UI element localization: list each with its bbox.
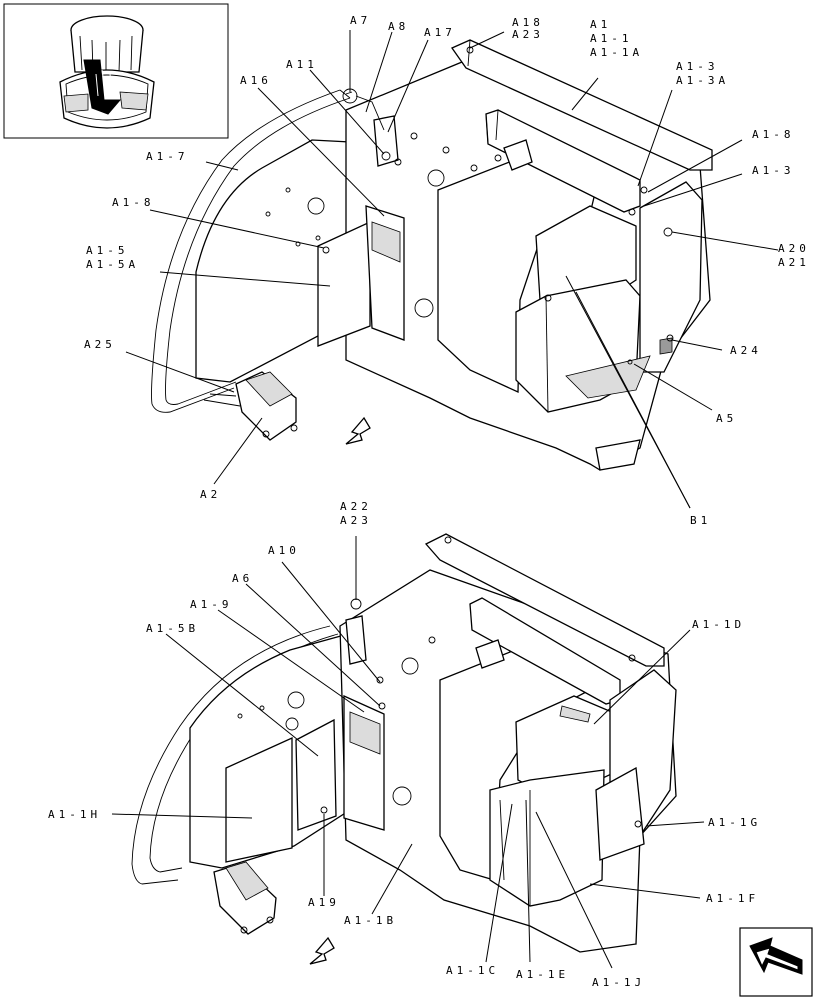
callout-a1-1g: A1-1G [708, 816, 761, 829]
leader-lines [111, 30, 779, 969]
electrical-box-lower [295, 718, 337, 831]
callout-a1-3: A1-3 [752, 164, 795, 177]
callout-a1-5b: A1-5B [146, 622, 199, 635]
forward-arrow-lower [309, 936, 335, 965]
callout-a8: A8 [388, 20, 409, 33]
callout-a25: A25 [84, 338, 116, 351]
callout-a10: A10 [268, 544, 300, 557]
callout-a2: A2 [200, 488, 221, 501]
upper-cab-frame-assembly [151, 39, 713, 471]
callout-a16: A16 [240, 74, 272, 87]
callout-a1-1j: A1-1J [592, 976, 645, 989]
callout-a1-9: A1-9 [190, 598, 233, 611]
callout-a1-1e: A1-1E [516, 968, 569, 981]
callout-a1-1b: A1-1B [344, 914, 397, 927]
callout-b1: B1 [690, 514, 711, 527]
callout-a17: A17 [424, 26, 456, 39]
lower-cab-frame-assembly [131, 533, 677, 965]
callout-a5: A5 [716, 412, 737, 425]
callout-a1-1c: A1-1C [446, 964, 499, 977]
front-guard-rail-lower [131, 625, 331, 885]
locator-thumbnail [3, 3, 229, 139]
callout-a19: A19 [308, 896, 340, 909]
front-guard-rail [151, 89, 341, 413]
next-page-arrow-icon[interactable] [739, 927, 813, 997]
callout-a24: A24 [730, 344, 762, 357]
callout-a6: A6 [232, 572, 253, 585]
lever-bracket [373, 115, 399, 167]
callout-a1-1d: A1-1D [692, 618, 745, 631]
callout-a1-1h: A1-1H [48, 808, 101, 821]
rear-crossbar-lower [424, 533, 665, 667]
forward-arrow-upper [345, 416, 371, 445]
callout-a1-8-left: A1-8 [112, 196, 155, 209]
console-cover [489, 769, 605, 907]
callout-a1-8-right: A1-8 [752, 128, 795, 141]
callout-a7: A7 [350, 14, 371, 27]
callout-a1-1f: A1-1F [706, 892, 759, 905]
panel-a1-1h [225, 736, 293, 863]
callout-a11: A11 [286, 58, 318, 71]
electrical-box [317, 220, 371, 347]
callout-a1-7: A1-7 [146, 150, 189, 163]
